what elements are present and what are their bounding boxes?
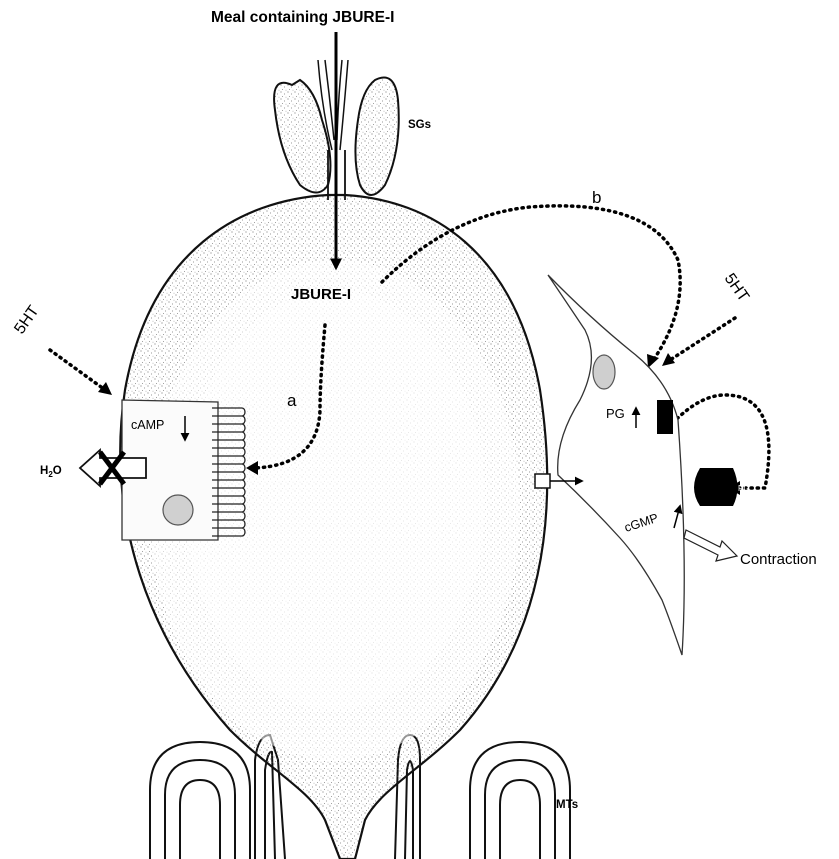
serotonin-right-label: 5HT	[721, 271, 752, 306]
pg-receptor	[694, 468, 738, 506]
serotonin-right-arrow	[670, 318, 735, 360]
jbure-label: JBURE-I	[291, 286, 351, 303]
pg-producer-block	[657, 400, 673, 434]
sgs-label: SGs	[408, 119, 431, 131]
path-a-label: a	[287, 391, 297, 410]
mts-label: MTs	[556, 799, 578, 811]
serotonin-left-label: 5HT	[11, 303, 42, 338]
pg-receptor-label: PG	[738, 484, 750, 493]
contraction-arrow	[684, 530, 737, 561]
muscle-cell	[548, 275, 738, 655]
water-label: H2O	[40, 465, 62, 479]
serotonin-left-arrow	[50, 350, 108, 392]
camp-label: cAMP	[131, 418, 164, 432]
contraction-label: Contraction	[740, 551, 817, 568]
pg-label: PG	[606, 406, 625, 421]
meal-label: Meal containing JBURE-I	[211, 9, 394, 26]
path-b-label: b	[592, 188, 601, 207]
